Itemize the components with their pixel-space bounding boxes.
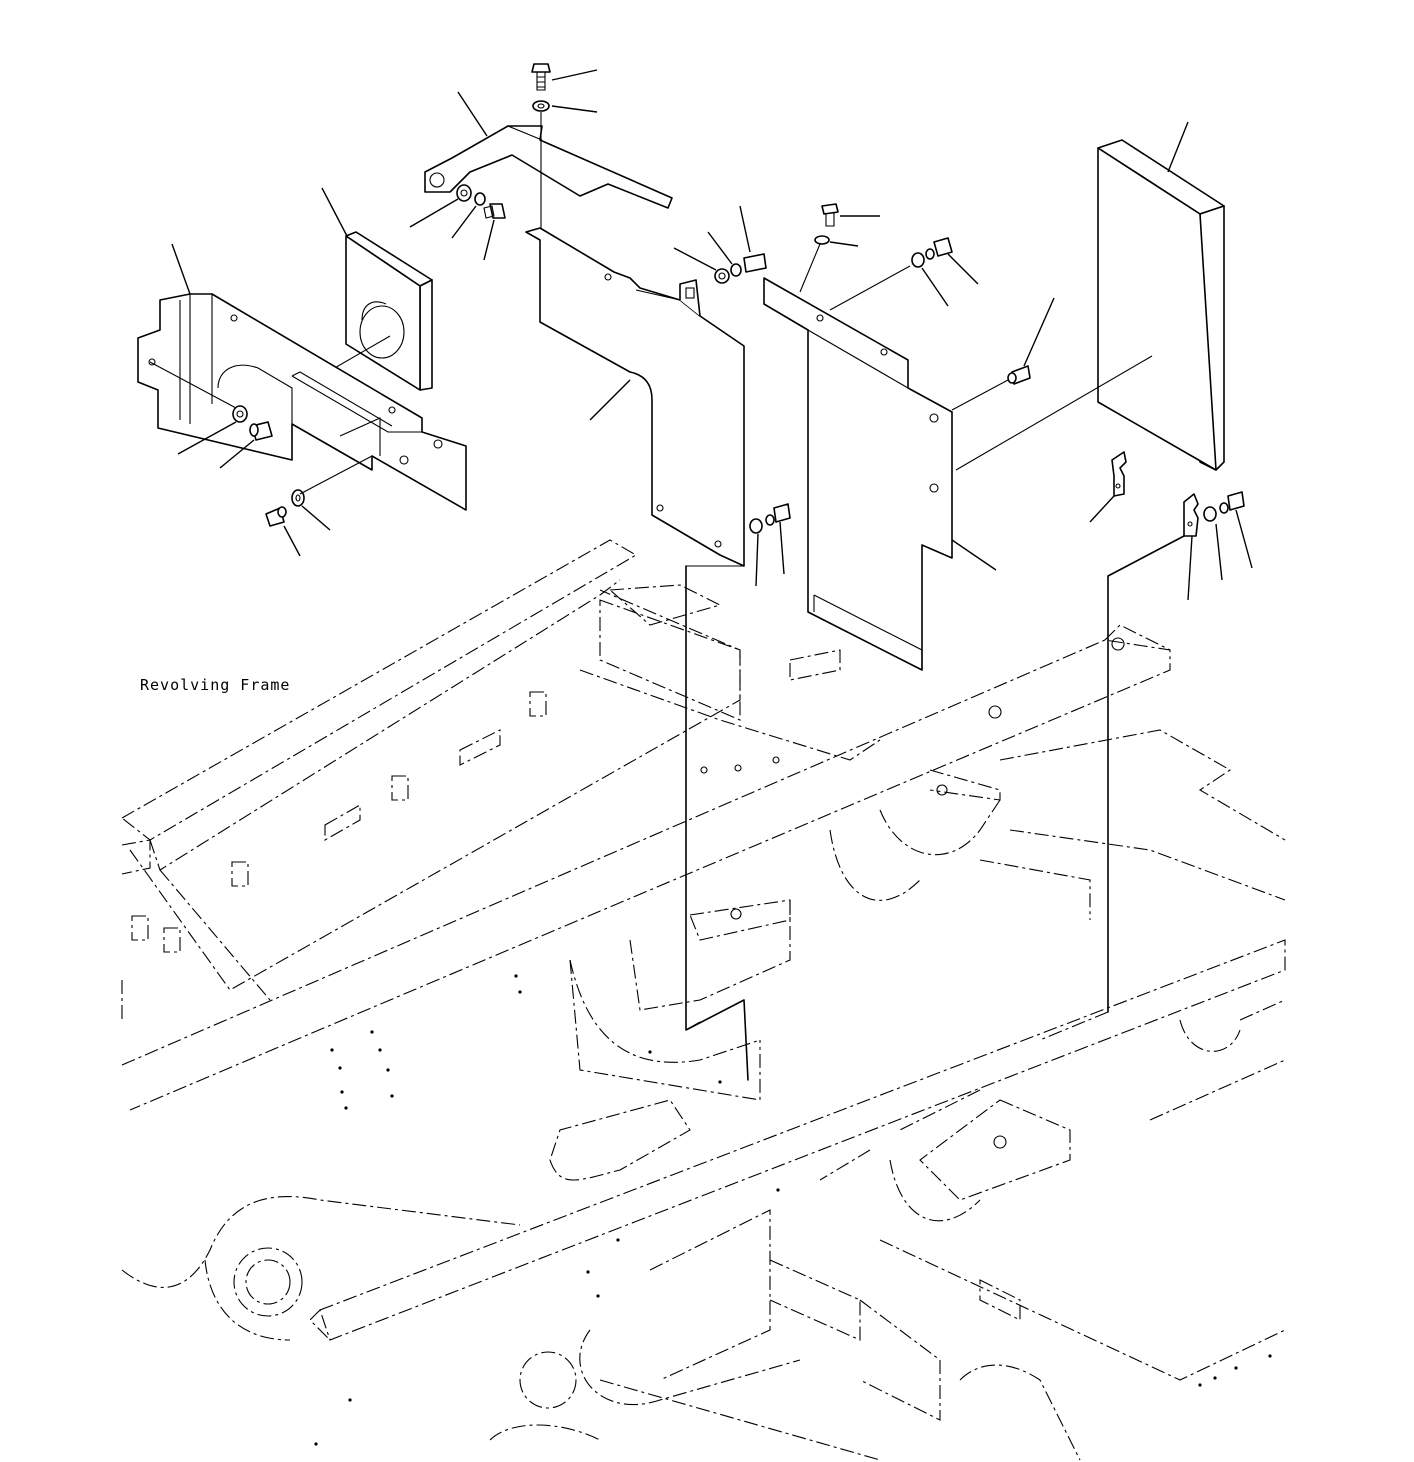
bolt-right-plate (951, 297, 1055, 411)
revolving-frame-drawing (121, 539, 1286, 1461)
washer-bolt-group-e (177, 405, 373, 557)
top-bolt (531, 63, 598, 250)
washer-bolt-group-d (749, 503, 791, 587)
dashed-leader (819, 1011, 1109, 1181)
center-cover-plate (525, 227, 745, 567)
top-bracket-plate (424, 91, 673, 209)
revolving-frame-label: Revolving Frame (140, 676, 291, 694)
washer-bolt-group-c (799, 203, 979, 311)
left-bracket (137, 243, 467, 511)
long-vertical-plate (685, 565, 749, 1081)
clip-right (1089, 451, 1253, 1013)
pad-block-left (299, 187, 433, 391)
washer-bolt-group-a (409, 184, 506, 261)
pad-block-right (955, 121, 1225, 471)
washer-bolt-group-b (673, 205, 767, 284)
right-cover-plate (763, 277, 997, 671)
